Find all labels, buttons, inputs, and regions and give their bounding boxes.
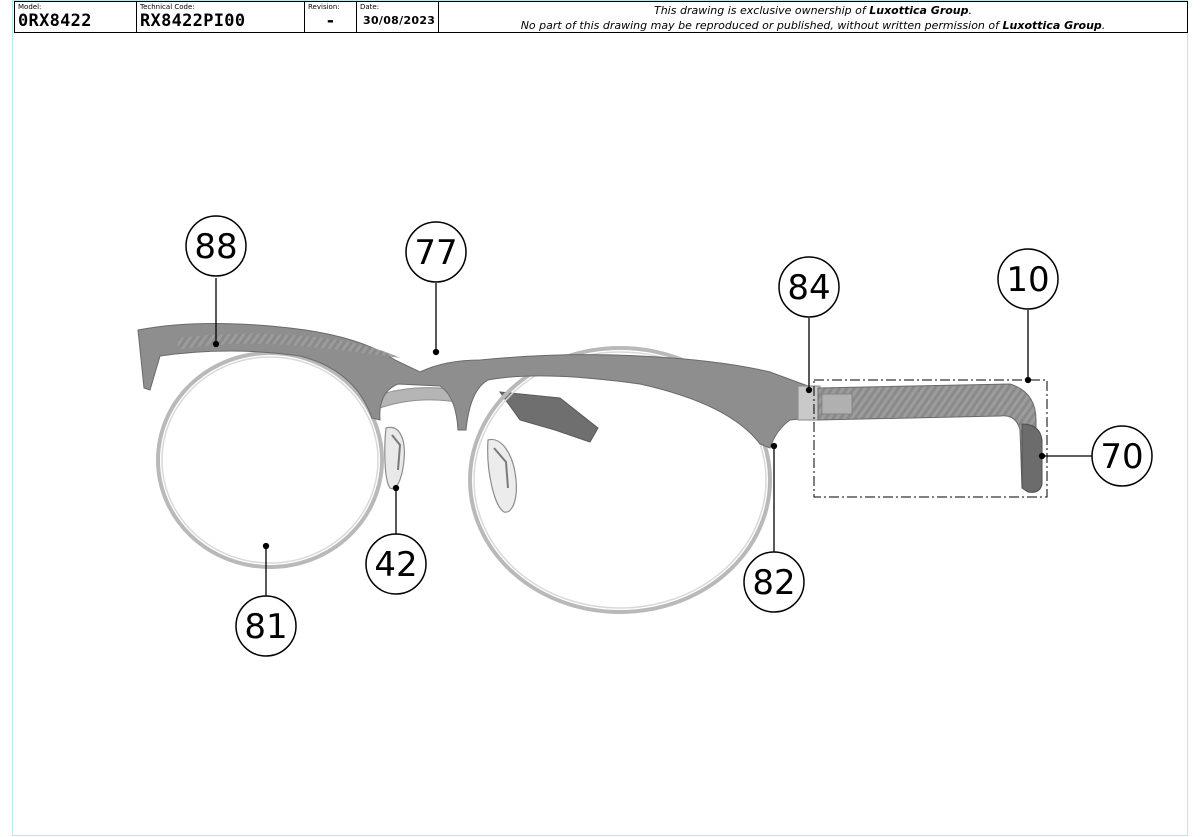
leader-10-dot: [1024, 376, 1032, 384]
callout-70: 70: [1091, 425, 1153, 487]
notice-line-2-end: .: [1101, 19, 1106, 32]
right-nose-pad: [487, 438, 517, 513]
notice-line-1: This drawing is exclusive ownership of L…: [439, 3, 1187, 18]
revision-value: -: [325, 11, 336, 31]
notice-line-1-owner: Luxottica Group: [869, 4, 969, 17]
model-caption: Model:: [18, 3, 42, 11]
model-cell: Model: 0RX8422: [15, 2, 137, 32]
leader-70-dot: [1038, 452, 1046, 460]
left-lens-rim: [156, 351, 384, 569]
notice-line-2-text: No part of this drawing may be reproduce…: [520, 19, 1003, 32]
callout-81-label: 81: [244, 607, 287, 647]
leader-88-dot: [212, 340, 220, 348]
ownership-notice: This drawing is exclusive ownership of L…: [439, 2, 1187, 32]
callouts: 88 77 84 10 70 42 82 81: [185, 215, 1153, 657]
callout-77: 77: [405, 221, 467, 283]
callout-42: 42: [365, 533, 427, 595]
callout-10: 10: [997, 248, 1059, 310]
leader-77-dot: [432, 348, 440, 356]
callout-82: 82: [743, 551, 805, 613]
callout-84: 84: [778, 256, 840, 318]
frame-brow-front: [137, 322, 809, 449]
technical-code-caption: Technical Code:: [140, 3, 195, 11]
temple-logo-plate: [821, 393, 853, 415]
temple-detail-box: [813, 379, 1048, 498]
notice-line-1-end: .: [968, 4, 973, 17]
right-lens-rim: [468, 346, 772, 614]
callout-77-label: 77: [414, 233, 457, 273]
right-lens-rim-inner: [473, 351, 767, 609]
callout-leaders: [212, 278, 1092, 596]
model-value: 0RX8422: [18, 11, 92, 31]
leader-82-dot: [770, 442, 778, 450]
callout-84-label: 84: [787, 268, 830, 308]
date-value: 30/08/2023: [363, 14, 436, 27]
left-nose-pad: [384, 426, 405, 490]
far-temple: [498, 391, 599, 443]
callout-70-label: 70: [1100, 437, 1143, 477]
date-cell: Date: 30/08/2023: [357, 2, 439, 32]
revision-caption: Revision:: [308, 3, 340, 11]
title-block: Model: 0RX8422 Technical Code: RX8422PI0…: [14, 1, 1188, 33]
left-lens-rim-inner: [161, 356, 379, 564]
leader-42-dot: [392, 484, 400, 492]
callout-82-label: 82: [752, 563, 795, 603]
callout-10-label: 10: [1006, 260, 1049, 300]
notice-line-1-text: This drawing is exclusive ownership of: [653, 4, 870, 17]
callout-88-label: 88: [194, 227, 237, 267]
brow-carbon-insert: [178, 333, 400, 358]
notice-line-2-owner: Luxottica Group: [1002, 19, 1102, 32]
technical-code-cell: Technical Code: RX8422PI00: [137, 2, 305, 32]
callout-88: 88: [185, 215, 247, 277]
notice-line-2: No part of this drawing may be reproduce…: [439, 18, 1187, 33]
date-caption: Date:: [360, 3, 380, 11]
leader-81-dot: [262, 542, 270, 550]
technical-code-value: RX8422PI00: [140, 11, 246, 31]
temple-tip: [1021, 423, 1043, 493]
leader-84-dot: [805, 386, 813, 394]
drawing-sheet: [12, 0, 1188, 836]
callout-81: 81: [235, 595, 297, 657]
callout-42-label: 42: [374, 545, 417, 585]
revision-cell: Revision: -: [305, 2, 357, 32]
